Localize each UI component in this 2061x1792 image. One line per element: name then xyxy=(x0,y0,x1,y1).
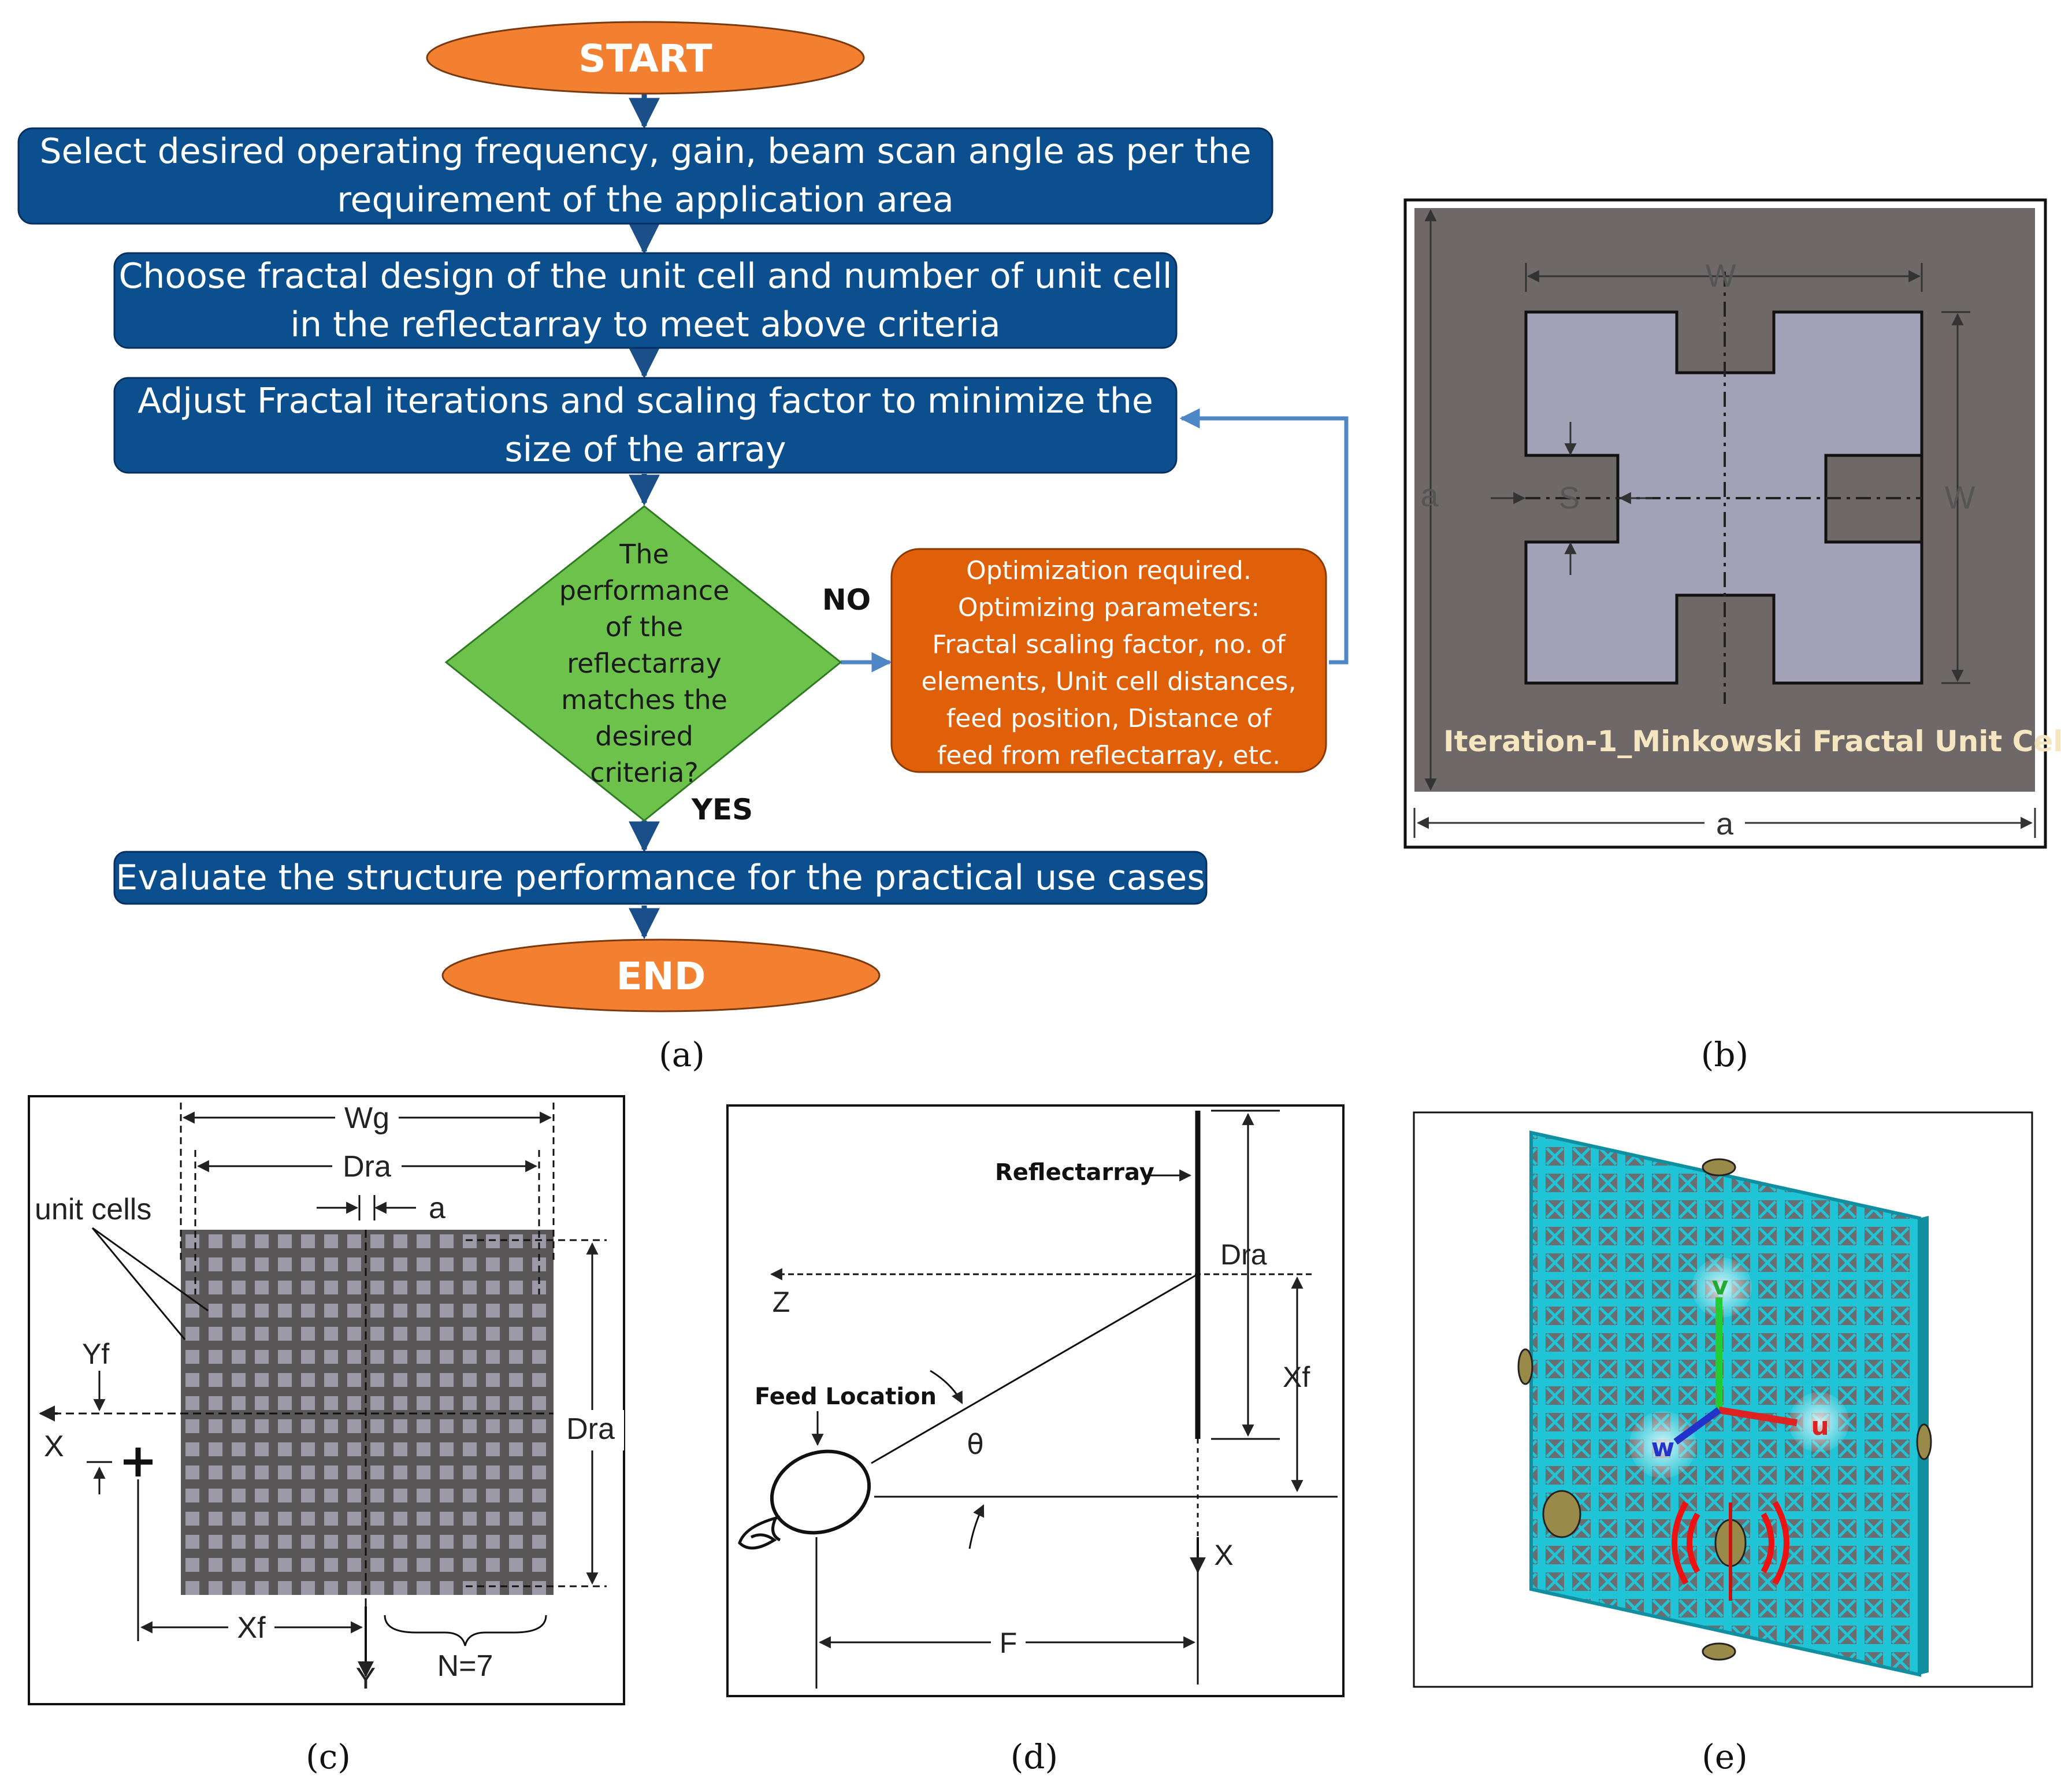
step3-line2: size of the array xyxy=(504,429,786,470)
label-z: Z xyxy=(773,1286,790,1318)
label-dra-top: Dra xyxy=(343,1150,391,1183)
optimization-line5: feed position, Distance of xyxy=(946,704,1272,733)
label-feed-location: Feed Location xyxy=(755,1383,937,1410)
subfigure-label-d: (d) xyxy=(1011,1737,1058,1776)
decision-line4: reflectarray xyxy=(567,648,721,679)
yes-label: YES xyxy=(691,793,753,826)
subfigure-label-c: (c) xyxy=(306,1737,351,1776)
no-branch-arrows xyxy=(841,408,1349,673)
optimization-line4: elements, Unit cell distances, xyxy=(922,667,1297,696)
label-a-bottom: a xyxy=(1716,807,1734,841)
geometry-frame xyxy=(726,1104,1345,1697)
label-y-axis: Y xyxy=(356,1662,376,1695)
step-select-requirements xyxy=(17,127,1273,225)
step3-line1: Adjust Fractal iterations and scaling fa… xyxy=(138,381,1153,421)
end-label: END xyxy=(616,954,705,999)
subfigure-label-e: (e) xyxy=(1702,1737,1748,1776)
model-3d-figure: v u w (e) xyxy=(1413,1111,2033,1776)
step2-line2: in the reflectarray to meet above criter… xyxy=(290,305,1000,345)
label-w-right: W xyxy=(1945,479,1975,515)
decision-line6: desired xyxy=(595,721,693,752)
array-layout-figure: Wg Dra a unit cells Yf X Dra xyxy=(28,1095,625,1776)
flowchart: START Select desired operating frequency… xyxy=(17,21,1349,1074)
label-xf: Xf xyxy=(237,1611,266,1645)
label-unit-cells: unit cells xyxy=(35,1193,151,1226)
decision-line2: performance xyxy=(559,575,730,606)
label-w-top: W xyxy=(1706,257,1736,294)
label-theta: θ xyxy=(967,1429,983,1461)
step1-line1: Select desired operating frequency, gain… xyxy=(39,131,1251,172)
decision-diamond xyxy=(444,505,842,822)
reflectarray-3d-panel xyxy=(1529,1130,1921,1677)
axis-label-u: u xyxy=(1811,1412,1829,1441)
step-choose-fractal xyxy=(113,252,1178,349)
optimization-line1: Optimization required. xyxy=(966,556,1252,585)
step4-line: Evaluate the structure performance for t… xyxy=(116,858,1205,898)
label-x-axis: X xyxy=(44,1430,64,1463)
label-xf: Xf xyxy=(1283,1361,1310,1393)
start-label: START xyxy=(578,36,712,81)
label-f: F xyxy=(1000,1627,1017,1659)
unit-cell-figure: W W a S Iteration-1_Minkowski Fractal Un… xyxy=(1403,198,2061,1074)
unit-cell-grid xyxy=(181,1230,554,1595)
decision-line3: of the xyxy=(606,611,683,643)
decision-line1: The xyxy=(619,539,669,570)
decision-line7: criteria? xyxy=(590,757,699,788)
optimization-box xyxy=(890,548,1327,773)
geometry-figure: Reflectarray Z Dra Xf X θ Feed Location xyxy=(726,1104,1345,1776)
decision-line5: matches the xyxy=(561,684,727,715)
label-x: X xyxy=(1214,1539,1233,1571)
optimization-line2: Optimizing parameters: xyxy=(958,593,1260,622)
step-evaluate xyxy=(113,851,1208,905)
feed-source-icon xyxy=(1672,1501,1789,1601)
optimization-line6: feed from reflectarray, etc. xyxy=(937,741,1280,770)
axis-label-v: v xyxy=(1712,1271,1729,1301)
start-terminal xyxy=(426,21,865,95)
subfigure-label-a: (a) xyxy=(659,1035,705,1074)
axis-label-w: w xyxy=(1651,1433,1675,1463)
label-dra: Dra xyxy=(1220,1238,1267,1271)
feed-pattern xyxy=(770,1449,871,1535)
subfigure-label-b: (b) xyxy=(1701,1035,1748,1074)
end-terminal xyxy=(441,938,881,1012)
step-adjust-iterations xyxy=(113,377,1178,474)
label-s: S xyxy=(1559,481,1580,515)
minkowski-notch-right xyxy=(1824,454,1923,544)
step1-line2: requirement of the application area xyxy=(337,180,954,220)
label-a-left: a xyxy=(1420,477,1439,513)
label-dra-right: Dra xyxy=(566,1412,615,1446)
label-wg: Wg xyxy=(344,1101,389,1135)
label-a: a xyxy=(429,1192,445,1225)
minkowski-patch xyxy=(1524,310,1923,685)
label-yf: Yf xyxy=(82,1338,109,1370)
optimization-line3: Fractal scaling factor, no. of xyxy=(932,630,1286,659)
feed-horn xyxy=(738,1515,781,1550)
n-brace xyxy=(384,1615,547,1646)
unit-cell-caption: Iteration-1_Minkowski Fractal Unit Cell xyxy=(1443,725,2061,758)
label-n: N=7 xyxy=(437,1649,493,1683)
no-label: NO xyxy=(822,583,871,617)
label-reflectarray: Reflectarray xyxy=(995,1159,1154,1186)
step2-line1: Choose fractal design of the unit cell a… xyxy=(118,256,1172,296)
